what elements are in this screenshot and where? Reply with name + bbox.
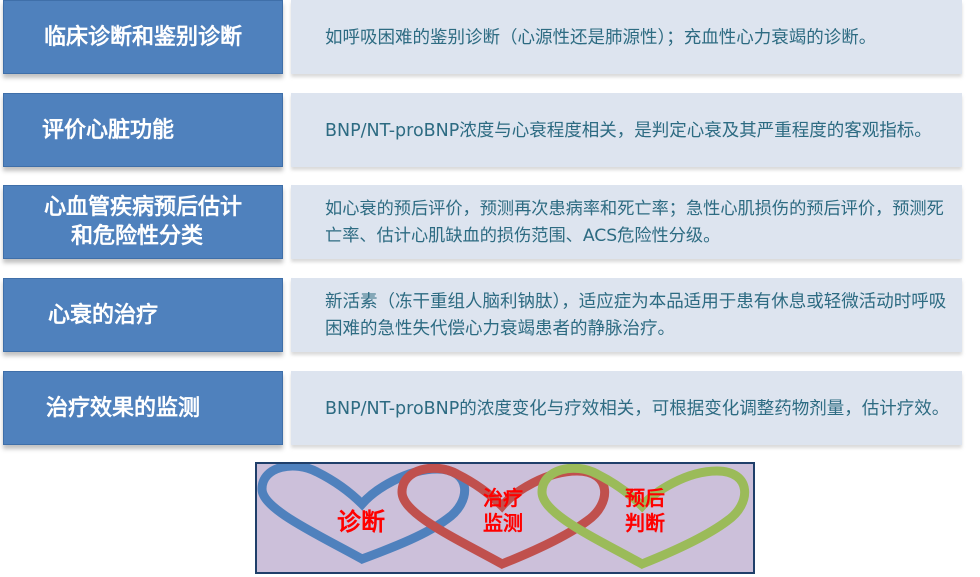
hearts-diagram: 诊断 治疗 监测 预后 判断 [255,462,755,574]
heart-label-prognosis-line1: 预后 [625,486,665,510]
heart-label-treatment-line1: 治疗 [483,486,523,510]
desc-cardiac-function: BNP/NT-proBNP浓度与心衰程度相关，是判定心衰及其严重程度的客观指标。 [291,93,962,167]
heart-label-prognosis-line2: 判断 [625,511,665,535]
label-text: 心衰的治疗 [47,302,158,328]
desc-text: BNP/NT-proBNP浓度与心衰程度相关，是判定心衰及其严重程度的客观指标。 [325,120,932,141]
label-text: 评价心脏功能 [41,117,174,143]
label-prognosis: 心血管疾病预后估计 和危险性分类 [3,185,283,259]
heart-shape-prognosis [537,464,749,569]
label-clinical-diagnosis: 临床诊断和鉴别诊断 [3,0,283,74]
label-treatment-monitoring: 治疗效果的监测 [3,371,283,445]
label-heart-failure-treatment: 心衰的治疗 [3,278,283,352]
desc-text: 如呼吸困难的鉴别诊断（心源性还是肺源性）；充血性心力衰竭的诊断。 [325,27,877,48]
desc-prognosis: 如心衰的预后评价，预测再次患病率和死亡率；急性心肌损伤的预后评价，预测死亡率、估… [291,185,962,259]
desc-text: 如心衰的预后评价，预测再次患病率和死亡率；急性心肌损伤的预后评价，预测死亡率、估… [325,199,944,246]
heart-label-diagnosis: 诊断 [337,502,385,537]
desc-heart-failure-treatment: 新活素（冻干重组人脑利钠肽），适应症为本品适用于患有休息或轻微活动时呼吸困难的急… [291,278,962,352]
desc-clinical-diagnosis: 如呼吸困难的鉴别诊断（心源性还是肺源性）；充血性心力衰竭的诊断。 [291,0,962,74]
label-text: 临床诊断和鉴别诊断 [43,24,242,50]
desc-treatment-monitoring: BNP/NT-proBNP的浓度变化与疗效相关，可根据变化调整药物剂量，估计疗效… [291,371,962,445]
heart-label-treatment: 治疗 监测 [483,486,523,536]
desc-text: BNP/NT-proBNP的浓度变化与疗效相关，可根据变化调整药物剂量，估计疗效… [325,398,950,419]
label-text: 治疗效果的监测 [45,395,200,421]
hearts-graphic [257,464,749,569]
desc-text: 新活素（冻干重组人脑利钠肽），适应症为本品适用于患有休息或轻微活动时呼吸困难的急… [325,292,947,339]
heart-shape-diagnosis [257,464,469,564]
heart-shape-treatment [397,464,609,569]
heart-label-diagnosis-text: 诊断 [337,508,385,536]
label-cardiac-function: 评价心脏功能 [3,93,283,167]
label-text-line2: 和危险性分类 [70,224,203,249]
heart-label-prognosis: 预后 判断 [625,486,665,536]
heart-label-treatment-line2: 监测 [483,511,523,535]
label-text-line1: 心血管疾病预后估计 [43,195,242,220]
